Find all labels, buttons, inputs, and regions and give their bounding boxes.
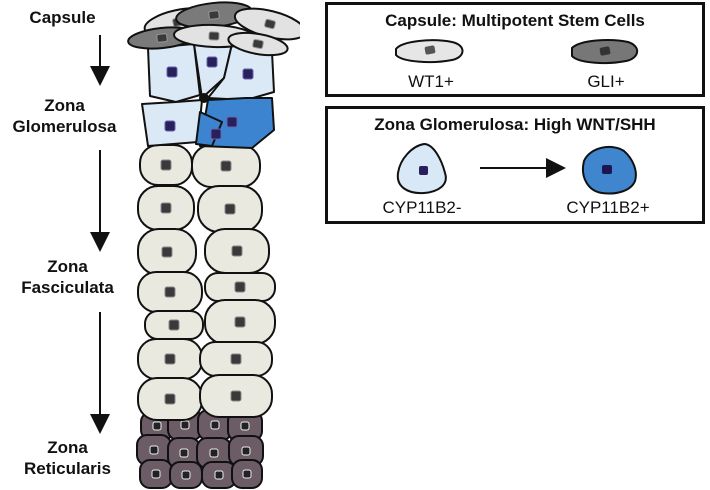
- zone-label-fasciculata: Zona Fasciculata: [10, 256, 125, 298]
- cell-column: [90, 1, 300, 489]
- fasciculata-nucleus: [231, 245, 243, 257]
- reticularis-nucleus: [214, 470, 224, 480]
- reticularis-nucleus: [180, 420, 190, 430]
- zone-label-glomerulosa-line-1: Zona: [44, 96, 85, 115]
- legend-glomerulosa: Zona Glomerulosa: High WNT/SHH CYP11B2- …: [325, 106, 705, 224]
- legend-capsule: Capsule: Multipotent Stem Cells WT1+ GLI…: [325, 2, 705, 97]
- cyp11b2-negative-label: CYP11B2-: [382, 198, 462, 217]
- fasciculata-nucleus: [161, 246, 173, 258]
- reticularis-nucleus: [210, 420, 220, 430]
- reticularis-nucleus: [149, 445, 159, 455]
- reticularis-nucleus: [181, 470, 191, 480]
- reticularis-nucleus: [209, 448, 219, 458]
- fasciculata-nucleus: [234, 316, 246, 328]
- glomerulosa-nucleus: [166, 66, 178, 78]
- legend-glomerulosa-title: Zona Glomerulosa: High WNT/SHH: [374, 115, 656, 134]
- fasciculata-nucleus: [164, 353, 176, 365]
- gli-nucleus-icon: [599, 46, 611, 56]
- fasciculata-nucleus: [224, 203, 236, 215]
- zone-label-fasciculata-line-2: Fasciculata: [21, 278, 114, 297]
- legend-capsule-title: Capsule: Multipotent Stem Cells: [385, 11, 645, 30]
- fasciculata-nucleus: [220, 160, 232, 172]
- legend-glomerulosa-cells: [396, 142, 637, 195]
- glomerulosa-nucleus: [164, 120, 176, 132]
- cyp11b2-positive-label: CYP11B2+: [566, 198, 650, 217]
- zone-label-glomerulosa-line-2: Glomerulosa: [12, 117, 117, 136]
- zone-label-capsule-line-1: Capsule: [29, 8, 96, 27]
- capsule-nucleus: [208, 31, 220, 41]
- fasciculata-nucleus: [168, 319, 180, 331]
- fasciculata-nucleus: [230, 390, 242, 402]
- fasciculata-nucleus: [230, 353, 242, 365]
- glomerulosa-cells: [141, 43, 275, 149]
- glomerulosa-junction: [199, 93, 209, 103]
- fasciculata-nucleus: [164, 286, 176, 298]
- glomerulosa-nucleus: [242, 68, 254, 80]
- wt1-nucleus-icon: [424, 45, 436, 55]
- gli-label: GLI+: [587, 72, 625, 91]
- fasciculata-nucleus: [160, 202, 172, 214]
- zone-label-glomerulosa: Zona Glomerulosa: [2, 95, 127, 137]
- glomerulosa-nucleus: [226, 116, 238, 128]
- reticularis-nucleus: [242, 469, 252, 479]
- cyp11b2-negative-nucleus-icon: [419, 166, 428, 175]
- glomerulosa-nucleus: [210, 128, 222, 140]
- wt1-label: WT1+: [408, 72, 454, 91]
- capsule-cells: [127, 1, 300, 57]
- fasciculata-nucleus: [160, 159, 172, 171]
- capsule-nucleus: [252, 39, 264, 49]
- reticularis-nucleus: [152, 421, 162, 431]
- fasciculata-nucleus: [234, 281, 246, 293]
- cyp11b2-positive-nucleus-icon: [602, 165, 612, 174]
- capsule-nucleus: [208, 10, 220, 20]
- fasciculata-cells: [137, 144, 276, 421]
- zone-label-reticularis-line-2: Reticularis: [24, 459, 111, 478]
- capsule-nucleus: [156, 33, 168, 43]
- capsule-nucleus: [264, 18, 276, 30]
- reticularis-nucleus: [179, 448, 189, 458]
- zone-label-capsule: Capsule: [10, 7, 115, 28]
- zone-label-reticularis: Zona Reticularis: [10, 437, 125, 479]
- fasciculata-nucleus: [164, 393, 176, 405]
- reticularis-nucleus: [151, 469, 161, 479]
- reticularis-cells: [136, 409, 264, 489]
- reticularis-nucleus: [241, 446, 251, 456]
- zone-label-reticularis-line-1: Zona: [47, 438, 88, 457]
- legend-capsule-cells: [395, 39, 639, 65]
- zone-label-fasciculata-line-1: Zona: [47, 257, 88, 276]
- glomerulosa-nucleus: [206, 56, 218, 68]
- reticularis-nucleus: [240, 421, 250, 431]
